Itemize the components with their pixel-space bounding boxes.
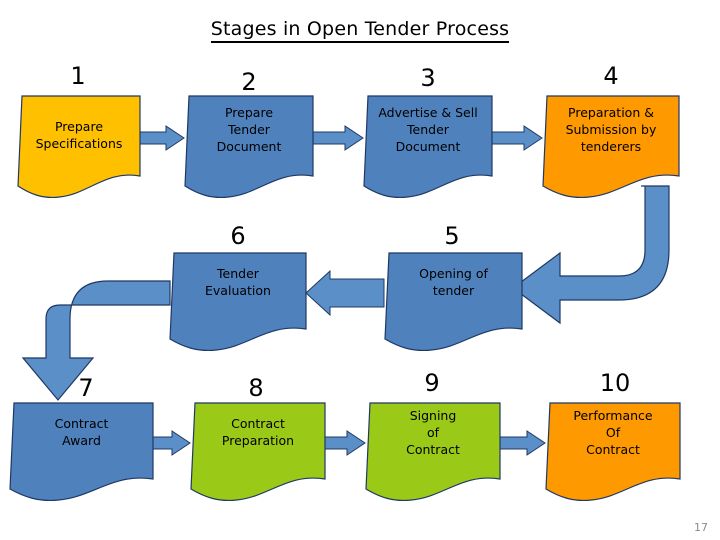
stage-number-1: 1 bbox=[70, 62, 86, 90]
stage-label: Prepare Tender Document bbox=[216, 105, 282, 154]
stage-10-performance-of-contract[interactable]: Performance Of Contract bbox=[545, 402, 681, 509]
stage-label: Performance Of Contract bbox=[573, 408, 653, 457]
stage-number-7: 7 bbox=[78, 374, 94, 402]
page-title-text: Stages in Open Tender Process bbox=[210, 18, 510, 43]
stage-fill bbox=[365, 402, 501, 502]
page-number: 17 bbox=[694, 521, 708, 534]
stage-5-opening-of-tender[interactable]: Opening of tender bbox=[384, 252, 523, 359]
stage-shape bbox=[365, 402, 501, 502]
stage-number-4: 4 bbox=[603, 62, 619, 90]
stage-fill bbox=[169, 252, 307, 352]
arrow-2-to-3 bbox=[312, 125, 364, 151]
arrow-7-to-8 bbox=[152, 430, 191, 456]
stage-number-2: 2 bbox=[241, 68, 257, 96]
stage-fill bbox=[9, 402, 154, 502]
stage-label: Contract Award bbox=[54, 416, 109, 448]
stage-shape bbox=[363, 95, 493, 199]
stage-label: Opening of tender bbox=[419, 266, 488, 298]
stage-fill bbox=[363, 95, 493, 199]
stage-shape bbox=[9, 402, 154, 502]
stage-label: Preparation & Submission by tenderers bbox=[565, 105, 657, 154]
stage-number-3: 3 bbox=[420, 64, 436, 92]
stage-shape bbox=[545, 402, 681, 502]
stage-1-prepare-specifications[interactable]: Prepare Specifications bbox=[17, 95, 141, 206]
stage-shape bbox=[384, 252, 523, 352]
stage-shape bbox=[542, 95, 680, 199]
arrow-4-to-5-curved bbox=[511, 185, 670, 325]
stage-label: Prepare Specifications bbox=[35, 119, 123, 151]
stage-shape bbox=[184, 95, 314, 199]
stage-shape bbox=[17, 95, 141, 199]
stage-fill bbox=[542, 95, 680, 199]
stage-4-preparation-submission-by-tenderers[interactable]: Preparation & Submission by tenderers bbox=[542, 95, 680, 206]
stage-number-6: 6 bbox=[230, 222, 246, 250]
stage-number-8: 8 bbox=[248, 374, 264, 402]
stage-fill bbox=[384, 252, 523, 352]
stage-9-signing-of-contract[interactable]: Signing of Contract bbox=[365, 402, 501, 509]
stage-label: Contract Preparation bbox=[221, 416, 295, 448]
arrow-1-to-2 bbox=[139, 125, 185, 151]
stage-number-9: 9 bbox=[424, 369, 440, 397]
arrow-5-to-6 bbox=[305, 269, 385, 317]
stage-number-5: 5 bbox=[444, 222, 460, 250]
stage-2-prepare-tender-document[interactable]: Prepare Tender Document bbox=[184, 95, 314, 206]
page-title: Stages in Open Tender Process bbox=[0, 18, 720, 43]
arrow-9-to-10 bbox=[499, 430, 546, 456]
stage-8-contract-preparation[interactable]: Contract Preparation bbox=[190, 402, 326, 509]
stage-number-10: 10 bbox=[599, 369, 631, 397]
arrow-6-to-7-curved bbox=[21, 280, 171, 401]
stage-7-contract-award[interactable]: Contract Award bbox=[9, 402, 154, 509]
stage-fill bbox=[190, 402, 326, 502]
stage-label: Signing of Contract bbox=[406, 408, 460, 457]
stage-shape bbox=[169, 252, 307, 352]
stage-fill bbox=[17, 95, 141, 199]
stage-3-advertise-sell-tender-document[interactable]: Advertise & Sell Tender Document bbox=[363, 95, 493, 206]
stage-6-tender-evaluation[interactable]: Tender Evaluation bbox=[169, 252, 307, 359]
stage-label: Tender Evaluation bbox=[205, 266, 271, 298]
stage-fill bbox=[184, 95, 314, 199]
stage-label: Advertise & Sell Tender Document bbox=[378, 105, 478, 154]
stage-shape bbox=[190, 402, 326, 502]
stage-fill bbox=[545, 402, 681, 502]
arrow-3-to-4 bbox=[491, 125, 543, 151]
arrow-8-to-9 bbox=[324, 430, 366, 456]
